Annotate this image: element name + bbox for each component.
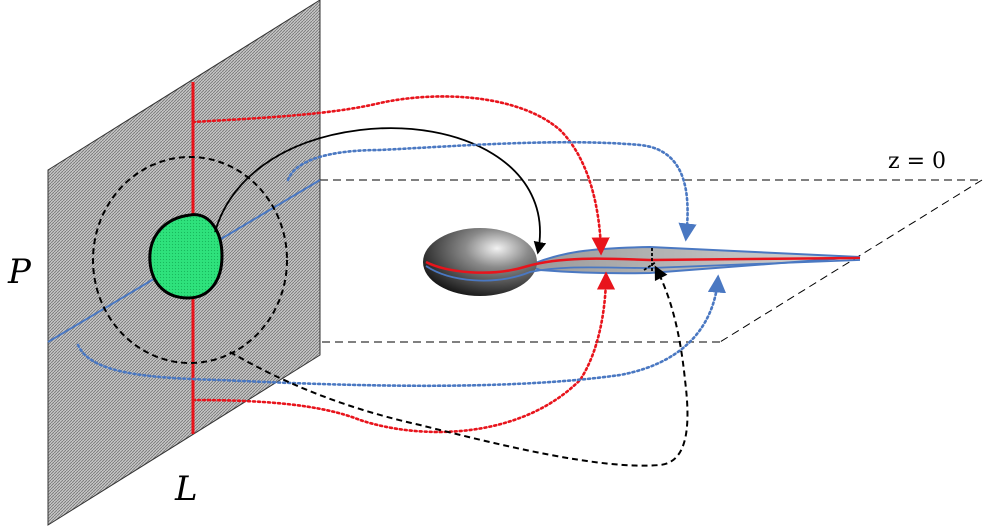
body-red-line bbox=[425, 256, 861, 274]
body bbox=[423, 228, 537, 296]
black-dashed-arrow bbox=[229, 265, 689, 467]
body-blue-line bbox=[425, 259, 861, 282]
tail-dashed-ring-2 bbox=[643, 261, 657, 271]
plane-equation-label: z = 0 bbox=[888, 149, 946, 174]
green-section bbox=[148, 213, 224, 300]
dashed-circle bbox=[92, 156, 288, 364]
blue-dotted-arrow-bottom bbox=[76, 274, 727, 388]
blue-dotted-arrow-top bbox=[286, 140, 697, 242]
body-with-tail bbox=[423, 228, 861, 296]
plane-label: P bbox=[7, 252, 32, 292]
line-label: L bbox=[174, 469, 198, 509]
black-solid-arrow bbox=[214, 127, 547, 255]
red-dotted-arrow-top bbox=[191, 95, 610, 256]
